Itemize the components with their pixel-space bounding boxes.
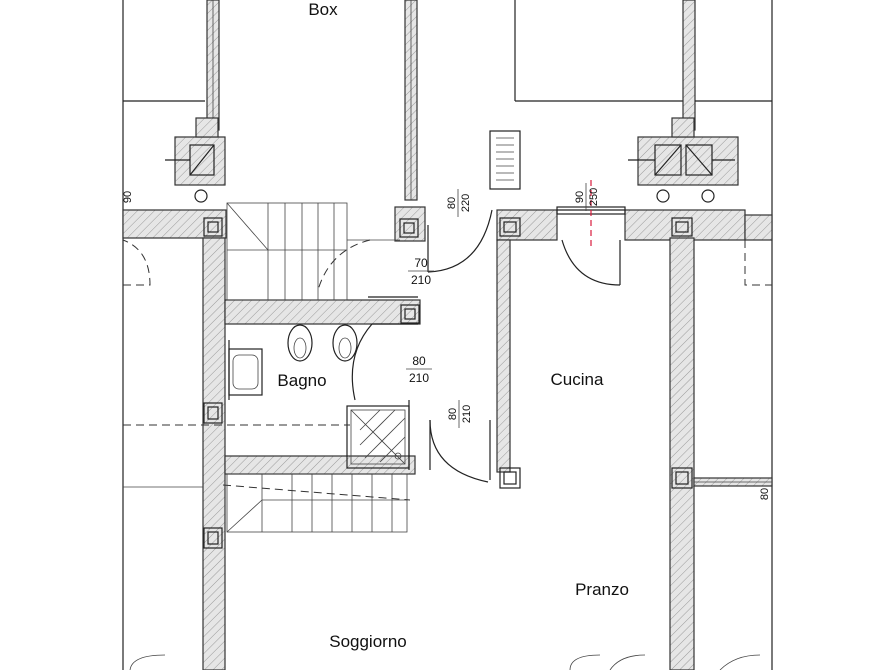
dim-height: 210: [461, 405, 473, 423]
door-cucina: [429, 419, 491, 483]
dim-width: 80: [446, 197, 458, 209]
dimension-d1: 80 220: [446, 189, 472, 217]
room-label-cucina: Cucina: [551, 370, 604, 389]
sink: [228, 340, 263, 400]
dim-width: 90: [574, 191, 586, 203]
dim-height: 220: [460, 194, 472, 212]
door-stair: [317, 239, 418, 298]
dim-width: 90: [122, 191, 134, 203]
dashed-line: [222, 484, 411, 501]
dim-height: 210: [409, 371, 429, 385]
dimension-d2: 70 210: [408, 256, 434, 287]
dim-height: 250: [588, 188, 600, 206]
room-label-bagno: Bagno: [277, 371, 326, 390]
boiler-right: [628, 117, 739, 203]
door-bagno: [351, 323, 418, 401]
room-label-box: Box: [308, 0, 338, 19]
boiler-left: [165, 117, 226, 203]
room-label-pranzo: Pranzo: [575, 580, 629, 599]
dimension-d5: 90 250: [574, 183, 600, 211]
dim-width: 80: [447, 408, 459, 420]
door-ingresso: [561, 180, 621, 286]
dim-width: 80: [412, 354, 426, 368]
shower-tray: [346, 400, 410, 470]
dimension-d4: 80 210: [447, 400, 473, 428]
bidet: [332, 324, 358, 362]
dim-height: 210: [411, 273, 431, 287]
toilet: [287, 324, 313, 362]
dimension-edge-right: 80: [759, 488, 771, 500]
dim-width: 70: [414, 256, 428, 270]
door-stair-box: [427, 209, 493, 273]
bottom-windows: [129, 654, 761, 670]
main-walls: [122, 206, 773, 670]
stairs-lower: [226, 473, 408, 533]
dimension-d3: 80 210: [406, 354, 432, 385]
stairs-upper: [226, 202, 400, 301]
dim-width: 80: [759, 488, 771, 500]
vent-grille: [489, 130, 521, 190]
dimension-edge-left: 90: [122, 191, 134, 203]
side-doors: [122, 239, 772, 286]
room-label-soggiorno: Soggiorno: [329, 632, 407, 651]
